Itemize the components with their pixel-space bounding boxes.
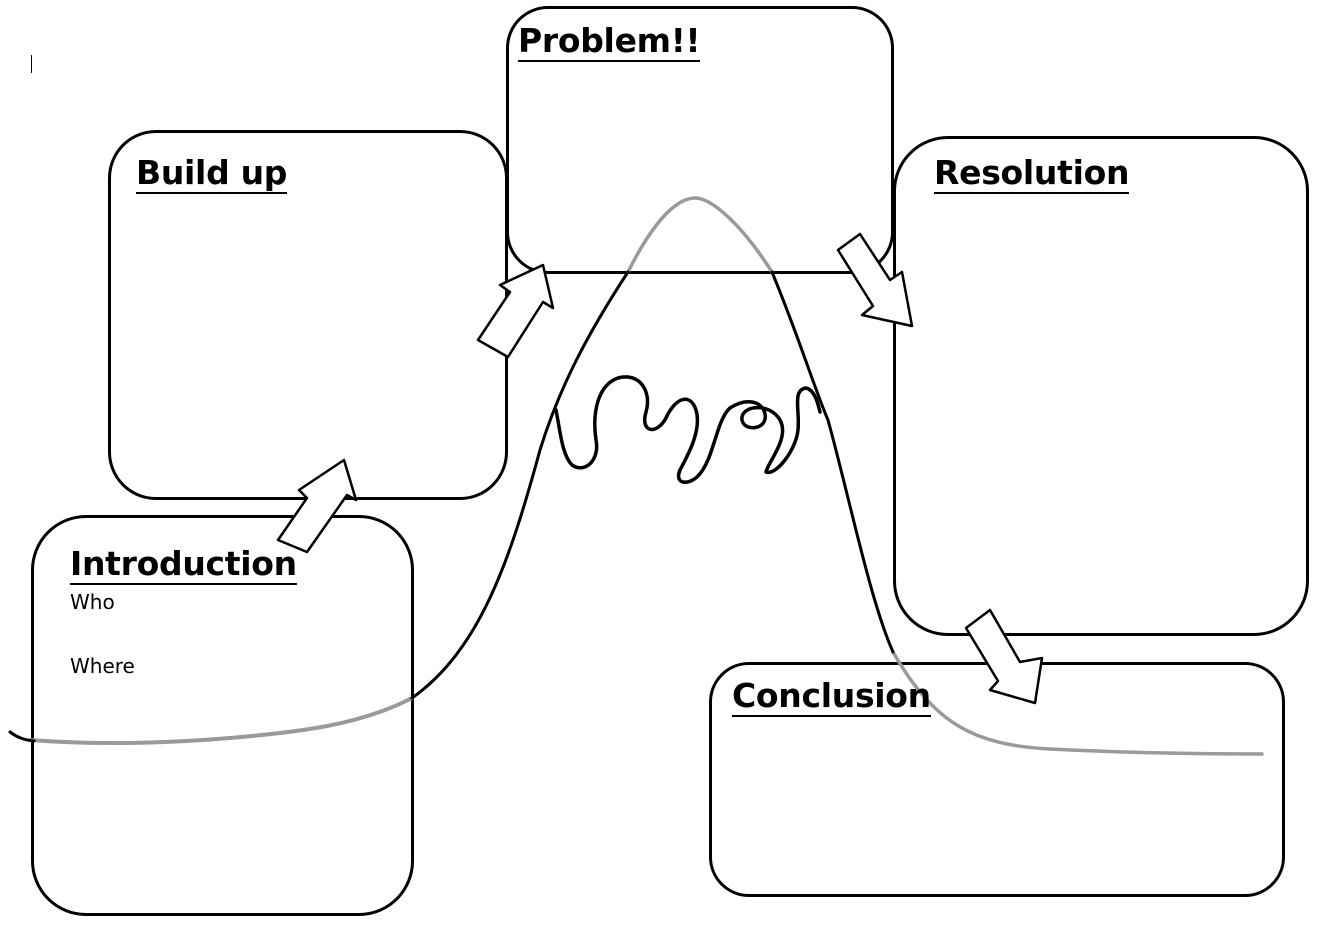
resolution-title: Resolution [934,153,1130,194]
story-curve-right-faded [891,650,1264,756]
buildup-box [108,130,508,500]
arrow-resolution-to-conclusion [964,608,1044,705]
introduction-note-where: Where [70,654,135,678]
introduction-title: Introduction [70,544,297,585]
arrow-intro-to-buildup [276,458,358,554]
conclusion-title: Conclusion [732,676,931,717]
problem-box [506,6,894,274]
buildup-title: Build up [136,153,288,194]
resolution-box [893,136,1309,636]
story-curve-left-faded [28,696,414,746]
story-curve-left-edge [8,730,36,743]
problem-title: Problem!! [518,21,701,62]
complication-squiggle [554,375,822,484]
story-curve-fall [770,270,895,654]
arrow-buildup-to-problem [476,263,555,359]
story-curve-rise [410,270,630,700]
introduction-note-who: Who [70,590,115,614]
arrow-problem-to-resolution [836,232,914,328]
introduction-box [31,515,414,916]
story-curve-peak-faded [626,196,774,274]
text-cursor [31,55,32,73]
conclusion-box [709,662,1285,897]
